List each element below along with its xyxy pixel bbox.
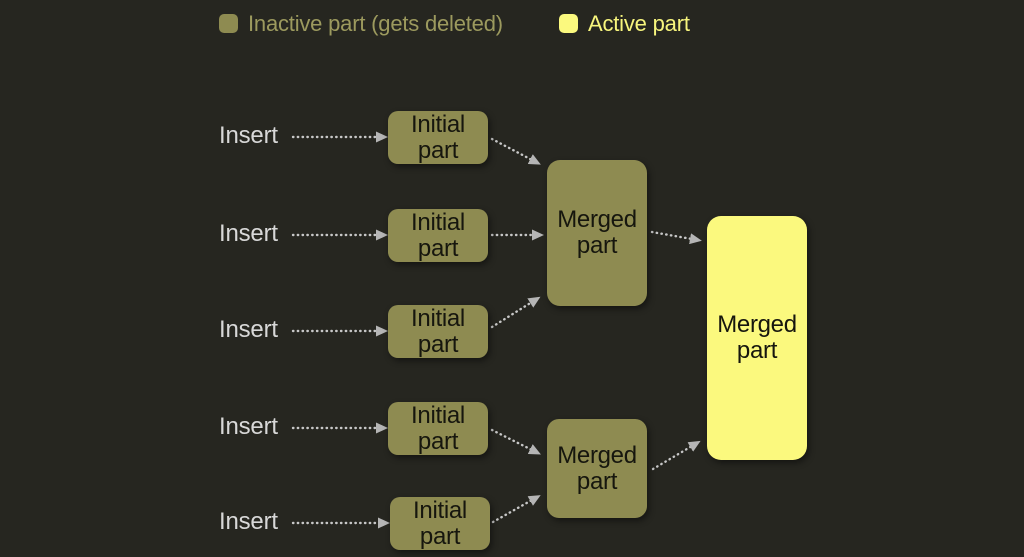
- legend-item-active: Active part: [559, 10, 690, 36]
- initial-part-box: Initial part: [388, 305, 488, 358]
- part-box-label: Initial part: [411, 208, 465, 262]
- insert-label: Insert: [219, 507, 278, 535]
- initial-part-box: Initial part: [388, 111, 488, 164]
- merged-part-box-active: Merged part: [707, 216, 807, 460]
- dotted-arrow: [490, 137, 541, 165]
- dotted-arrow: [490, 296, 541, 329]
- inactive-part-swatch: [219, 14, 238, 33]
- insert-label: Insert: [219, 315, 278, 343]
- part-box-label: Initial part: [411, 304, 465, 358]
- insert-label: Insert: [219, 412, 278, 440]
- part-box-label: Initial part: [411, 110, 465, 164]
- part-box-label: Initial part: [411, 401, 465, 455]
- part-box-label: Merged part: [557, 441, 637, 495]
- insert-label: Insert: [219, 121, 278, 149]
- dotted-arrow: [491, 495, 541, 524]
- initial-part-box: Initial part: [388, 402, 488, 455]
- active-part-swatch: [559, 14, 578, 33]
- part-box-label: Initial part: [413, 496, 467, 550]
- dotted-arrow: [651, 440, 701, 471]
- part-box-label: Merged part: [557, 206, 637, 259]
- part-box-label: Merged part: [717, 311, 797, 364]
- merged-part-box: Merged part: [547, 160, 647, 306]
- initial-part-box: Initial part: [390, 497, 490, 550]
- merged-part-box: Merged part: [547, 419, 647, 518]
- dotted-arrow: [650, 230, 702, 245]
- legend-item-inactive: Inactive part (gets deleted): [219, 10, 503, 36]
- dotted-arrow: [490, 428, 541, 455]
- insert-label: Insert: [219, 219, 278, 247]
- legend-label-inactive: Inactive part (gets deleted): [248, 10, 503, 36]
- legend-label-active: Active part: [588, 10, 690, 36]
- initial-part-box: Initial part: [388, 209, 488, 262]
